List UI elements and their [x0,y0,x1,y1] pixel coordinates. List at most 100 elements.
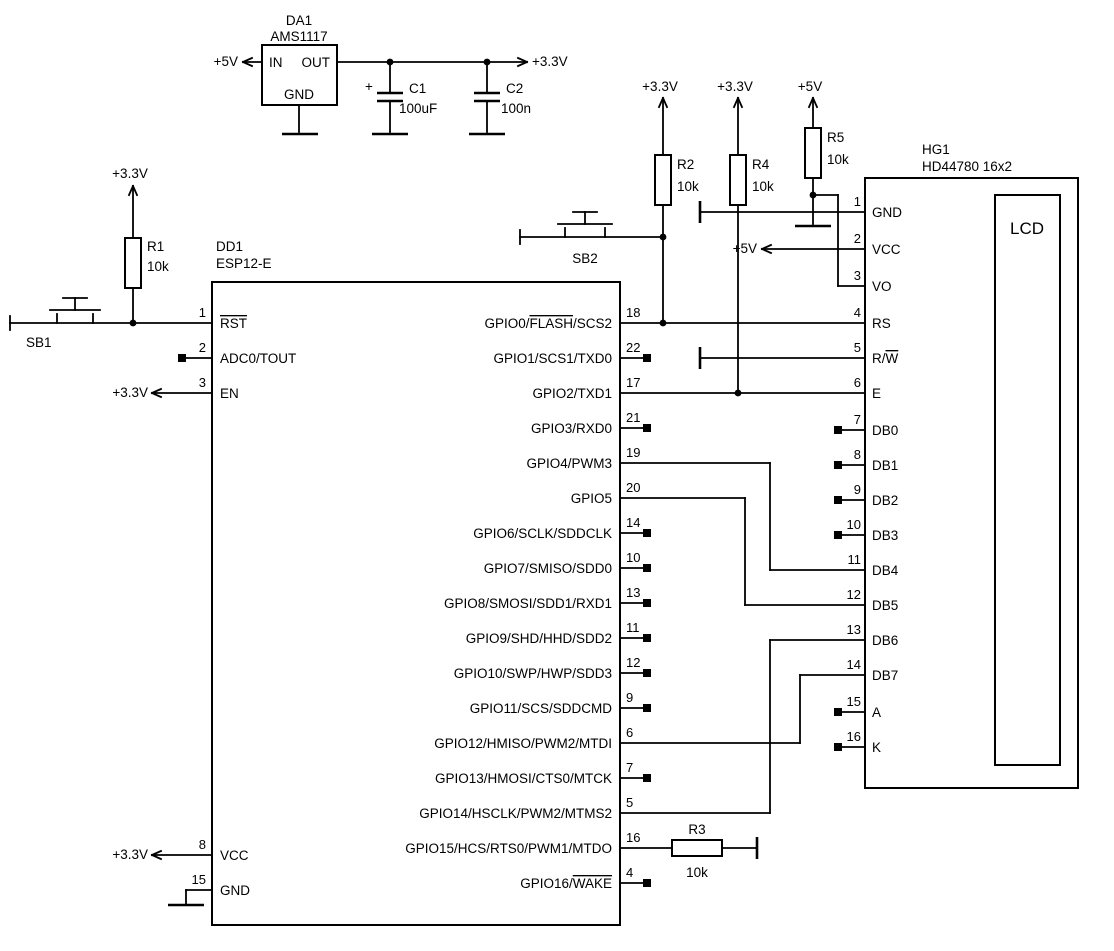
resistor-r1: +3.3V R1 10k [112,166,169,324]
arrowhead [241,56,254,64]
lcd-pin-label: E [872,386,881,401]
pin-number: 9 [626,690,633,705]
junction-dots [129,58,817,397]
pin-number: 5 [626,795,633,810]
regulator-da1: DA1 AMS1117 IN OUT GND +5V +3.3V [214,13,568,136]
resistor-value: 10k [147,259,169,274]
pin-number: 21 [626,410,640,425]
arrowhead [657,96,665,109]
pin-number: 1 [854,194,861,209]
esp-pin-label: GPIO11/SCS/SDDCMD [470,701,613,716]
pin-number: 16 [626,830,640,845]
junction-dot [129,319,137,327]
lcd-pin-label: DB0 [872,423,898,438]
resistor-value: 10k [752,179,774,194]
pin-number: 6 [626,725,633,740]
pin-number: 9 [854,482,861,497]
rail-label: +3.3V [642,79,678,94]
pin-number: 12 [626,655,640,670]
lcd-pin-label: DB1 [872,458,898,473]
label-part-overline: WAKE [573,876,612,891]
esp-pin-label: VCC [220,848,249,863]
junction-dot [659,233,667,241]
pin-number: 11 [626,620,640,635]
pin-number: 15 [192,872,206,887]
rail-label: +5V [798,79,822,94]
nc-pin-marker [834,708,842,716]
rail-label: +3.3V [112,385,148,400]
label-part: GPIO16/ [520,876,573,891]
nc-pin-marker [643,774,651,782]
pin-number: 2 [199,340,206,355]
pin-number: 7 [854,412,861,427]
esp-pin-label: GPIO13/HMOSI/CTS0/MTCK [435,771,612,786]
pin-number: 14 [847,657,861,672]
rail-label: +3.3V [717,79,753,94]
junction-dot [734,389,742,397]
nc-pin-marker [834,496,842,504]
regulator-in-label: IN [269,55,283,70]
capacitor-c1: + C1 100uF [365,61,437,136]
lcd-pin-label: DB5 [872,598,898,613]
capacitor-ref: C1 [409,81,426,96]
nc-pin-marker [643,424,651,432]
arrowhead [150,391,163,399]
esp-pin-label: GPIO5 [571,491,612,506]
pin-number: 14 [626,515,640,530]
pin-number: 4 [626,865,633,880]
pin-number: 20 [626,480,640,495]
esp-pin-label: GPIO8/SMOSI/SDD1/RXD1 [444,596,612,611]
lcd-ref: HG1 [922,142,950,157]
lcd-pin-label: DB4 [872,563,899,578]
arrowhead [760,243,773,251]
pin-number: 10 [626,550,640,565]
lcd-screen [994,194,1061,766]
pin-number: 4 [854,305,861,320]
junction-dot [809,191,817,199]
pin-number: 13 [626,585,640,600]
lcd-screen-label: LCD [1010,219,1044,238]
esp-pin-label: GPIO12/HMISO/PWM2/MTDI [434,736,612,751]
pin-number: 13 [847,622,861,637]
pin-number: 18 [626,305,640,320]
capacitor-c2: C2 100n [469,61,531,136]
esp-pin-label: GPIO15/HCS/RTS0/PWM1/MTDO [405,841,612,856]
arrowhead [131,184,139,197]
button-sb2: SB2 [519,211,664,266]
rail-label: +5V [733,241,757,256]
nc-pin-marker [643,354,651,362]
junction-dot [386,58,394,66]
arrowhead [732,96,740,109]
lcd-pin-label: A [872,705,881,720]
resistor-value: 10k [677,179,699,194]
esp-pin-label: GPIO9/SHD/HHD/SDD2 [466,631,612,646]
nc-pin-marker [834,426,842,434]
esp-pin-label: GND [220,883,250,898]
esp-pin-label: ADC0/TOUT [220,351,296,366]
arrowhead [516,60,529,68]
resistor-r4: +3.3V R4 10k [717,79,774,394]
resistor-ref: R4 [752,157,770,172]
pin-number: 1 [199,305,206,320]
pin-number: 3 [854,268,861,283]
esp-pin-label: GPIO10/SWP/HWP/SDD3 [454,666,612,681]
arrowhead [811,96,819,109]
pin-number: 8 [854,447,861,462]
lcd-body [864,177,1079,789]
lcd-pin-label: DB7 [872,668,898,683]
lcd-pin-label: R/W [872,351,899,366]
esp-pin-label: RST [220,316,247,331]
capacitor-value: 100n [501,101,531,116]
pin-number: 8 [199,837,206,852]
lcd-pin-label: DB3 [872,528,898,543]
resistor-ref: R1 [147,239,164,254]
arrowhead [150,387,163,395]
lcd-pin-label: K [872,740,881,755]
pin-number: 16 [847,729,861,744]
pin-number: 22 [626,340,640,355]
esp-pin-label: GPIO16/WAKE [520,876,612,891]
pin-number: 17 [626,375,640,390]
